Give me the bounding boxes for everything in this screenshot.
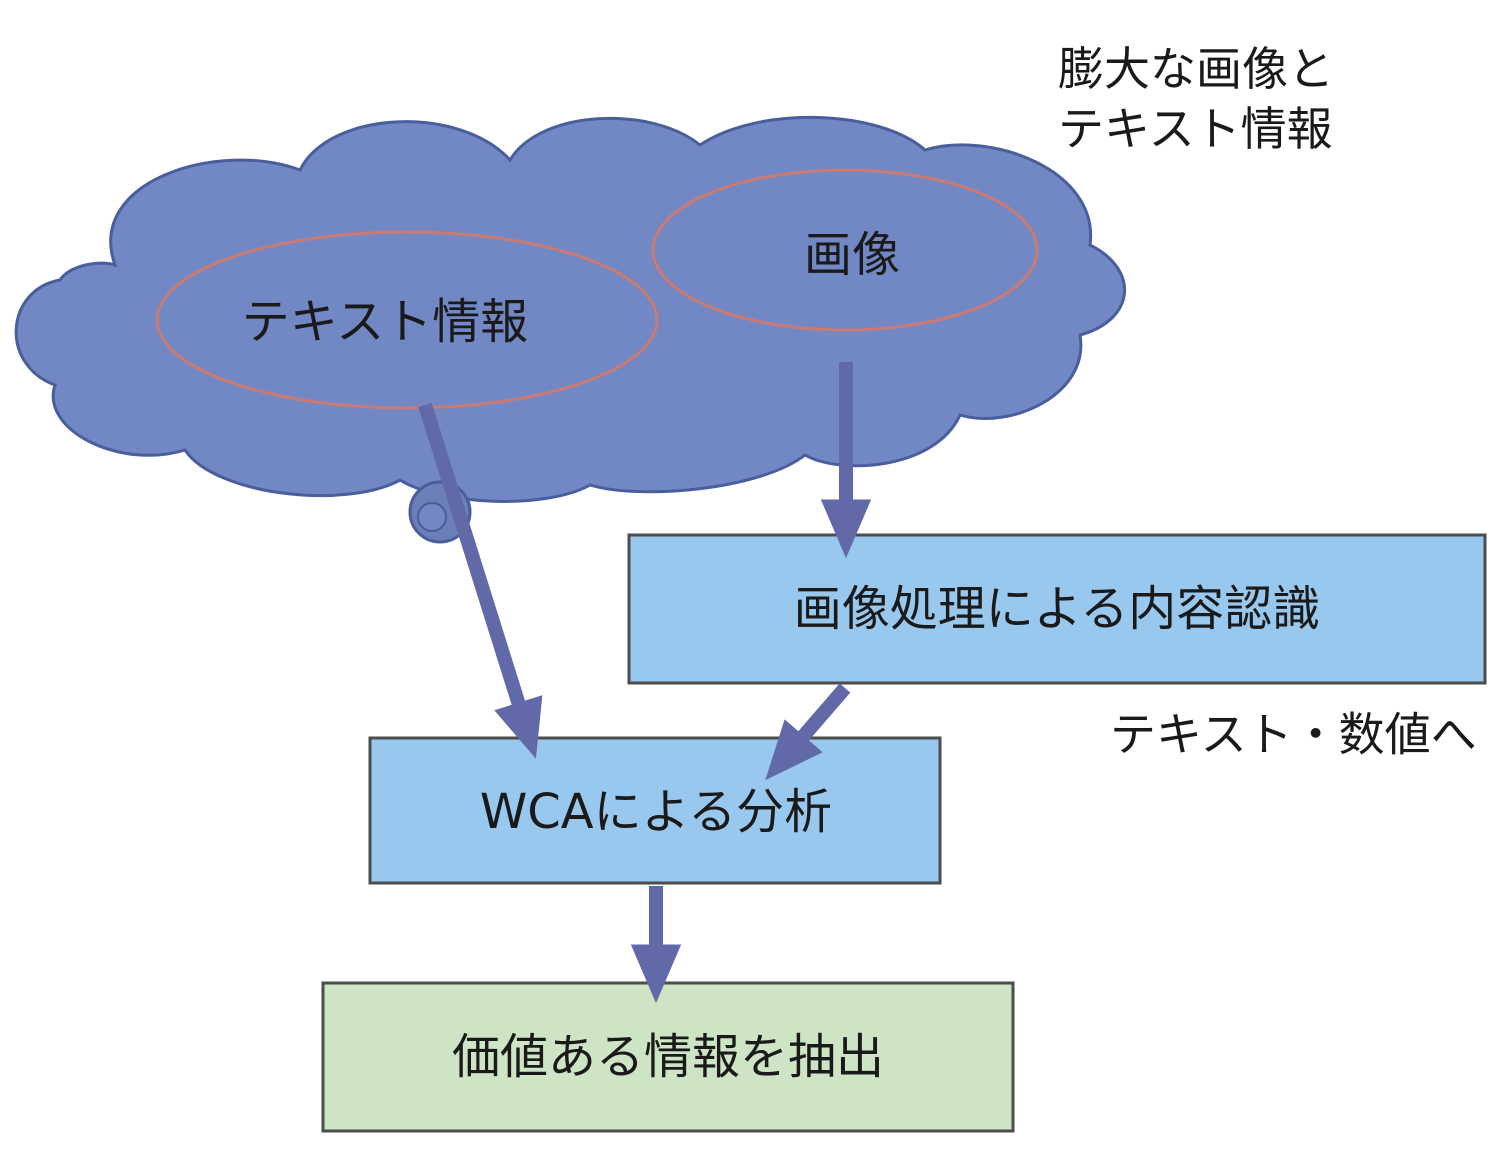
image-processing-label: 画像処理による内容認識 <box>794 581 1321 637</box>
cloud-image-label: 画像 <box>804 227 900 283</box>
cloud-body <box>14 116 1127 503</box>
extract-value-label: 価値ある情報を抽出 <box>452 1029 884 1085</box>
cloud-tail-inner <box>417 502 447 532</box>
arrow-text-to-wca <box>418 402 543 759</box>
cloud-text-label: テキスト情報 <box>242 294 529 350</box>
extract-value-box <box>321 981 1015 1133</box>
text-info-ellipse <box>155 230 659 410</box>
cloud-shape <box>14 116 1127 544</box>
arrow-processing-to-wca <box>765 683 851 781</box>
conversion-note: テキスト・数値へ <box>1110 708 1477 762</box>
image-ellipse <box>651 168 1039 332</box>
cloud-caption-line1: 膨大な画像と <box>1058 42 1334 96</box>
wca-analysis-label: WCAによる分析 <box>480 784 832 840</box>
wca-analysis-box <box>368 736 942 885</box>
cloud-caption-line2: テキスト情報 <box>1058 102 1333 156</box>
image-processing-box <box>627 533 1487 685</box>
